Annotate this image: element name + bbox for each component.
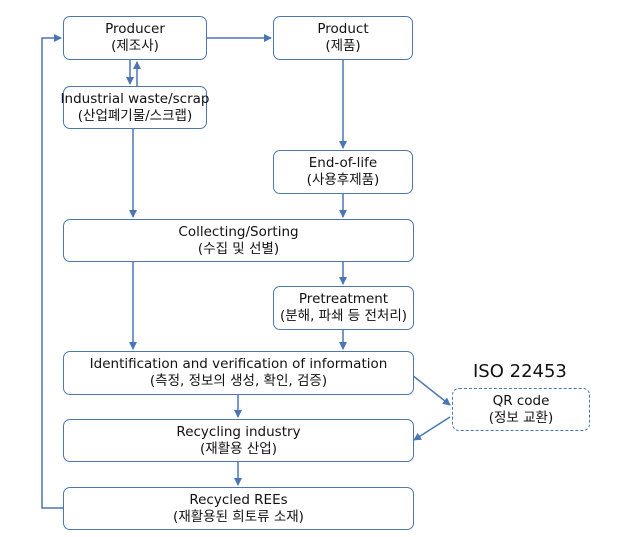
arrow-recycled-to-producer-loop bbox=[41, 34, 63, 509]
recycling-industry-box: Recycling industry (재활용 산업) bbox=[63, 419, 414, 462]
end-of-life-sublabel: (사용후제품) bbox=[306, 172, 380, 188]
collecting-sorting-box: Collecting/Sorting (수집 및 선별) bbox=[63, 219, 414, 262]
pretreatment-label: Pretreatment bbox=[298, 291, 389, 307]
identification-label: Identification and verification of infor… bbox=[89, 356, 388, 372]
arrow-identification-to-qr bbox=[411, 374, 451, 406]
qr-code-sublabel: (정보 교환) bbox=[488, 409, 554, 426]
qr-code-label: QR code bbox=[492, 392, 550, 409]
product-box: Product (제품) bbox=[273, 16, 413, 60]
arrow-qr-to-recycling bbox=[413, 416, 451, 441]
recycling-industry-label: Recycling industry bbox=[176, 423, 301, 440]
recycling-industry-sublabel: (재활용 산업) bbox=[200, 440, 277, 457]
product-sublabel: (제품) bbox=[325, 38, 361, 54]
recycled-rees-box: Recycled REEs (재활용된 희토류 소재) bbox=[63, 487, 414, 530]
producer-box: Producer (제조사) bbox=[63, 16, 207, 60]
end-of-life-box: End-of-life (사용후제품) bbox=[273, 150, 413, 194]
pretreatment-sublabel: (분해, 파쇄 등 전처리) bbox=[279, 308, 408, 324]
industrial-waste-sublabel: (산업폐기물/스크랩) bbox=[77, 107, 193, 124]
identification-box: Identification and verification of infor… bbox=[63, 351, 414, 395]
qr-code-box: QR code (정보 교환) bbox=[452, 388, 590, 431]
recycled-rees-label: Recycled REEs bbox=[189, 491, 288, 508]
industrial-waste-box: Industrial waste/scrap (산업폐기물/스크랩) bbox=[60, 86, 210, 129]
producer-label: Producer bbox=[105, 21, 165, 37]
product-label: Product bbox=[317, 21, 369, 37]
collecting-sorting-label: Collecting/Sorting bbox=[178, 223, 299, 240]
producer-sublabel: (제조사) bbox=[111, 38, 159, 54]
industrial-waste-label: Industrial waste/scrap bbox=[60, 90, 210, 107]
recycled-rees-sublabel: (재활용된 희토류 소재) bbox=[173, 508, 304, 525]
iso-standard-label: ISO 22453 bbox=[473, 361, 567, 382]
identification-sublabel: (측정, 정보의 생성, 확인, 검증) bbox=[149, 373, 328, 389]
pretreatment-box: Pretreatment (분해, 파쇄 등 전처리) bbox=[273, 286, 414, 330]
collecting-sorting-sublabel: (수집 및 선별) bbox=[197, 240, 280, 257]
end-of-life-label: End-of-life bbox=[308, 155, 378, 171]
